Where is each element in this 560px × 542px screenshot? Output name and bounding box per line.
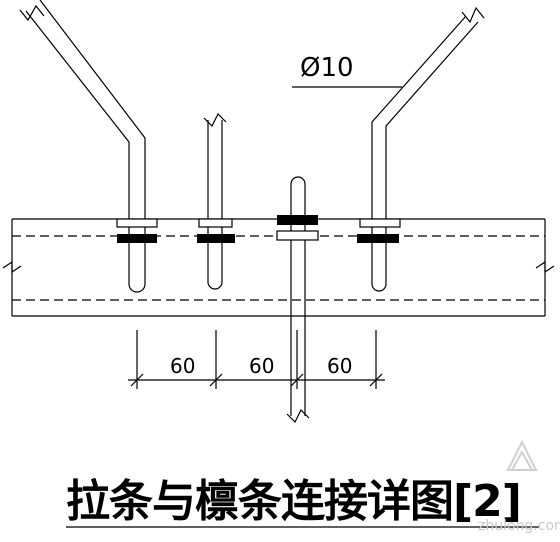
dimension-line: 60 60 60: [128, 330, 385, 389]
dimension-3: 60: [327, 354, 352, 378]
watermark-text: zhulong.com: [478, 518, 560, 534]
break-mark-right: [535, 260, 555, 274]
nut-plate: [117, 234, 157, 243]
washer: [359, 218, 401, 228]
nut-plate: [277, 215, 318, 225]
washer: [198, 218, 233, 228]
dimension-2: 60: [249, 354, 274, 378]
watermark: zhulong.com: [478, 439, 560, 534]
nut-plate: [357, 234, 399, 243]
tie-rod-through: [276, 176, 319, 424]
break-mark-left: [2, 260, 22, 274]
dimension-1: 60: [170, 354, 195, 378]
diameter-callout: Ø10: [292, 53, 402, 88]
diameter-label: Ø10: [300, 53, 354, 83]
drawing-title: 拉条与檩条连接详图[2]: [66, 476, 521, 527]
washer: [116, 218, 158, 228]
washer: [276, 230, 319, 241]
tie-rod-left-bent: [19, 0, 158, 293]
nut-plate: [197, 234, 235, 243]
watermark-logo-icon: [506, 439, 538, 471]
tie-rod-right-bent: [357, 6, 485, 292]
tie-rod-straight: [197, 112, 235, 290]
